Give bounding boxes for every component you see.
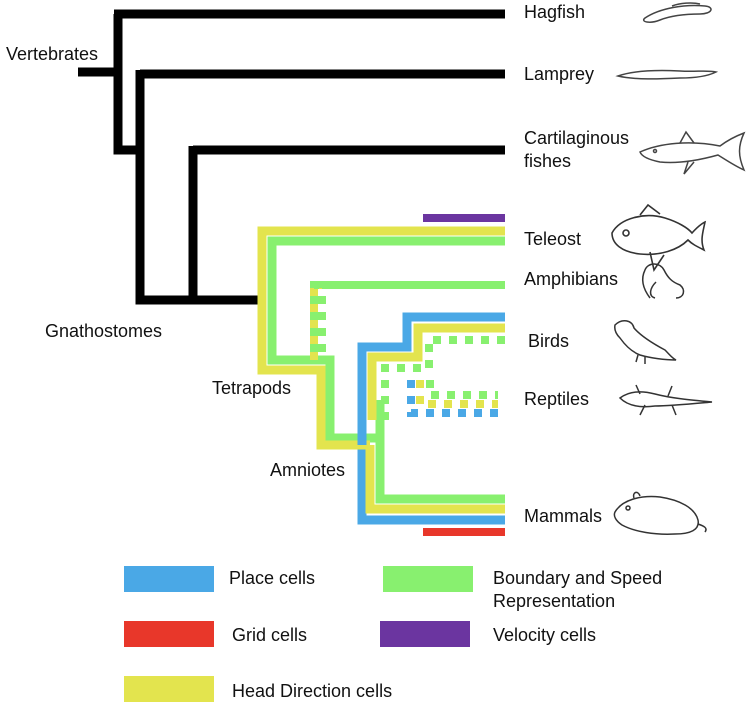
legend-label-boundary-speed: Boundary and Speed Representation	[493, 567, 662, 613]
grid-bar-mammals	[423, 528, 505, 536]
taxon-label-cartilaginous-line1: Cartilaginous	[524, 127, 629, 150]
taxon-label-lamprey: Lamprey	[524, 63, 594, 85]
taxon-label-amphibians: Amphibians	[524, 268, 618, 290]
taxon-label-reptiles: Reptiles	[524, 388, 589, 410]
legend-swatch-boundary-speed	[383, 566, 473, 592]
clade-label-tetrapods: Tetrapods	[212, 377, 291, 399]
legend-swatch-place	[124, 566, 214, 592]
shark-icon	[640, 132, 744, 174]
legend-label-head-direction: Head Direction cells	[232, 680, 392, 703]
legend-label-grid: Grid cells	[232, 624, 307, 647]
legend-swatch-head-direction	[124, 676, 214, 702]
tree-backbone	[78, 14, 505, 300]
legend-swatch-grid	[124, 621, 214, 647]
gecko-icon	[620, 385, 712, 415]
goldfish-icon	[612, 205, 705, 270]
frog-icon	[643, 264, 684, 298]
taxon-label-birds: Birds	[528, 330, 569, 352]
legend-swatch-velocity	[380, 621, 470, 647]
taxon-label-cartilaginous: Cartilaginous fishes	[524, 127, 629, 173]
mouse-icon	[614, 492, 706, 534]
taxon-label-mammals: Mammals	[524, 505, 602, 527]
taxon-label-hagfish: Hagfish	[524, 1, 585, 23]
lamprey-icon	[618, 71, 716, 79]
boundary-dash-reptiles	[430, 380, 498, 395]
clade-label-vertebrates: Vertebrates	[6, 43, 98, 65]
velocity-bar-teleost	[423, 214, 505, 222]
legend-label-place: Place cells	[229, 567, 315, 590]
legend-label-boundary-speed-line1: Boundary and Speed	[493, 567, 662, 590]
legend-label-boundary-speed-line2: Representation	[493, 590, 662, 613]
clade-label-amniotes: Amniotes	[270, 459, 345, 481]
taxon-label-teleost: Teleost	[524, 228, 581, 250]
bird-icon	[615, 321, 676, 364]
taxon-label-cartilaginous-line2: fishes	[524, 150, 629, 173]
clade-label-gnathostomes: Gnathostomes	[45, 320, 162, 342]
boundary-path-teleost	[272, 241, 505, 300]
hagfish-icon	[644, 3, 711, 22]
legend-label-velocity: Velocity cells	[493, 624, 596, 647]
